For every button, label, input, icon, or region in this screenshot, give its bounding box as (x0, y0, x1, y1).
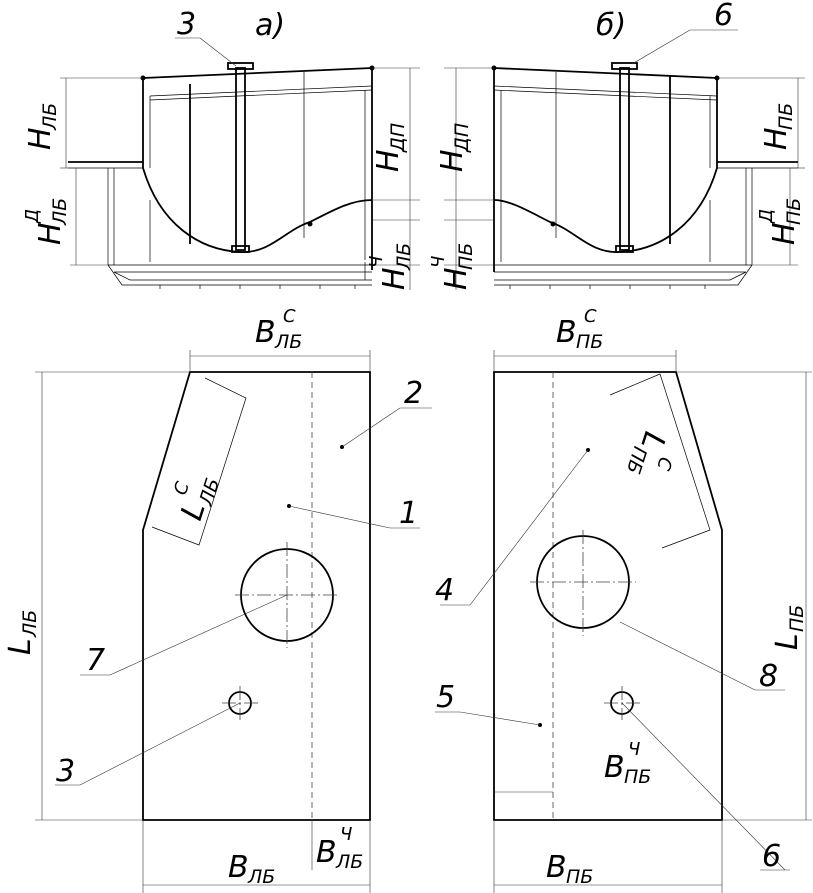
svg-text:ПБ: ПБ (786, 605, 808, 632)
callout-8: 8 (759, 659, 778, 694)
svg-text:B: B (556, 315, 577, 350)
svg-text:Ч: Ч (340, 824, 352, 845)
callout-7: 7 (86, 643, 105, 678)
callout-1: 1 (399, 496, 418, 531)
svg-text:С: С (170, 479, 194, 498)
svg-text:Д: Д (756, 209, 777, 224)
view-label-b: б) (596, 8, 626, 43)
svg-text:ЛБ: ЛБ (195, 475, 225, 509)
svg-text:ПБ: ПБ (576, 331, 603, 353)
svg-text:H: H (767, 222, 802, 245)
label-H-LB-D: H ЛБ Д (22, 198, 71, 245)
label-H-DP-right: H ДП (435, 123, 473, 172)
label-H-LB: H ЛБ (23, 103, 61, 150)
label-B-LB-CH: B ЛБ Ч (316, 824, 363, 873)
right-elevation-view (444, 29, 805, 290)
left-elevation-view (60, 37, 420, 290)
svg-text:С: С (283, 306, 296, 327)
svg-text:С: С (584, 306, 597, 327)
svg-text:ЛБ: ЛБ (49, 198, 71, 226)
label-H-PB-CH: H ПБ Ч (428, 243, 477, 290)
svg-text:H: H (435, 149, 470, 172)
svg-text:ЛБ: ЛБ (335, 851, 363, 873)
label-H-DP-left: H ДП (371, 123, 409, 172)
svg-text:ПБ: ПБ (622, 444, 651, 477)
svg-text:ПБ: ПБ (624, 766, 651, 788)
svg-text:Ч: Ч (628, 739, 640, 760)
label-B-LB: B ЛБ (228, 850, 275, 888)
label-B-LB-C: B ЛБ С (255, 306, 302, 353)
svg-text:Ч: Ч (428, 256, 449, 268)
svg-text:ПБ: ПБ (455, 243, 477, 270)
svg-text:H: H (23, 127, 58, 150)
right-plan-view (435, 350, 812, 893)
svg-text:H: H (377, 267, 412, 290)
callout-3-plan: 3 (56, 754, 75, 789)
svg-text:С: С (652, 454, 676, 473)
svg-text:ДП: ДП (451, 123, 473, 153)
svg-text:ЛБ: ЛБ (39, 103, 61, 131)
label-L-LB: L ЛБ (3, 610, 41, 655)
svg-text:ПБ: ПБ (783, 198, 805, 225)
label-B-PB: B ПБ (546, 850, 593, 888)
svg-text:H: H (439, 267, 474, 290)
svg-text:ПБ: ПБ (566, 866, 593, 888)
callout-6-top: 6 (714, 0, 733, 33)
svg-text:ЛБ: ЛБ (274, 331, 302, 353)
callout-2: 2 (404, 376, 423, 411)
svg-text:L: L (770, 633, 805, 650)
svg-text:H: H (33, 222, 68, 245)
svg-text:B: B (228, 850, 249, 885)
svg-text:B: B (604, 750, 625, 785)
label-L-PB-C: L ПБ С (622, 428, 676, 477)
svg-text:ЛБ: ЛБ (19, 610, 41, 638)
view-label-a: а) (255, 8, 285, 43)
svg-text:Ч: Ч (366, 256, 387, 268)
label-H-PB-D: H ПБ Д (756, 198, 805, 245)
label-B-PB-CH: B ПБ Ч (604, 739, 651, 788)
svg-text:Д: Д (22, 209, 43, 224)
label-B-PB-C: B ПБ С (556, 306, 603, 353)
svg-text:L: L (3, 638, 38, 655)
svg-text:B: B (255, 315, 276, 350)
callout-4: 4 (435, 573, 454, 608)
callout-6-plan: 6 (762, 839, 781, 874)
svg-text:ПБ: ПБ (775, 103, 797, 130)
label-H-PB: H ПБ (759, 103, 797, 150)
left-plan-view (35, 350, 432, 893)
svg-text:B: B (546, 850, 567, 885)
label-L-LB-C: L ЛБ С (170, 475, 225, 524)
svg-text:ЛБ: ЛБ (393, 243, 415, 271)
svg-text:ЛБ: ЛБ (247, 866, 275, 888)
callout-5: 5 (436, 680, 455, 715)
label-L-PB: L ПБ (770, 605, 808, 650)
svg-text:H: H (759, 127, 794, 150)
label-H-LB-CH: H ЛБ Ч (366, 243, 415, 290)
svg-text:ДП: ДП (387, 123, 409, 153)
callout-3-top: 3 (177, 7, 196, 42)
svg-text:H: H (371, 149, 406, 172)
svg-text:B: B (316, 835, 337, 870)
